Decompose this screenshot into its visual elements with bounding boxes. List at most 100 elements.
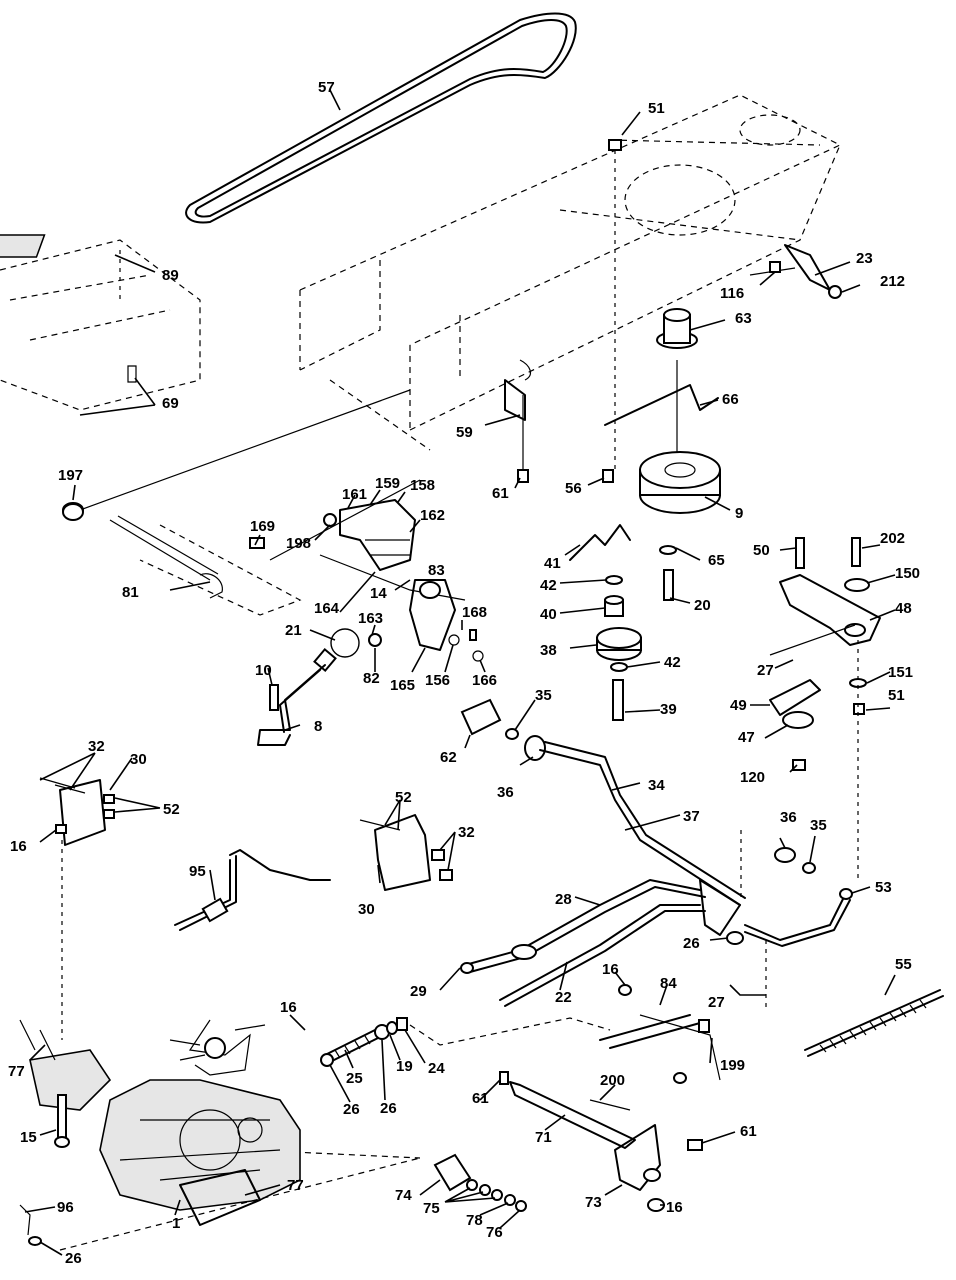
rod-84 bbox=[599, 984, 721, 1084]
rod-95 bbox=[174, 849, 331, 931]
label-8: 8 bbox=[314, 718, 322, 735]
label-71: 71 bbox=[535, 1129, 552, 1146]
label-84: 84 bbox=[660, 975, 677, 992]
bracket-23 bbox=[749, 244, 842, 299]
label-120: 120 bbox=[740, 769, 765, 786]
label-26-d: 26 bbox=[65, 1250, 82, 1267]
label-36: 36 bbox=[497, 784, 514, 801]
label-42-b: 42 bbox=[664, 654, 681, 671]
label-30: 30 bbox=[130, 751, 147, 768]
bracket-71-73 bbox=[499, 1071, 703, 1212]
label-16-c: 16 bbox=[280, 999, 297, 1016]
lever-assembly-83 bbox=[368, 579, 484, 662]
label-151: 151 bbox=[888, 664, 913, 681]
nut-51 bbox=[608, 139, 622, 151]
label-16: 16 bbox=[10, 838, 27, 855]
label-96: 96 bbox=[57, 1199, 74, 1216]
label-24: 24 bbox=[428, 1060, 445, 1077]
spring-55 bbox=[804, 989, 944, 1057]
drive-belt-57 bbox=[185, 12, 577, 224]
label-36-b: 36 bbox=[780, 809, 797, 826]
label-50: 50 bbox=[753, 542, 770, 559]
label-15: 15 bbox=[20, 1129, 37, 1146]
label-61-c: 61 bbox=[740, 1123, 757, 1140]
label-23: 23 bbox=[856, 250, 873, 267]
label-164: 164 bbox=[314, 600, 340, 617]
label-28: 28 bbox=[555, 891, 572, 908]
label-63: 63 bbox=[735, 310, 752, 327]
label-30-b: 30 bbox=[358, 901, 375, 918]
lever-8 bbox=[257, 628, 360, 746]
label-199: 199 bbox=[720, 1057, 745, 1074]
label-76: 76 bbox=[486, 1224, 503, 1241]
bracket-30-left bbox=[39, 777, 115, 1040]
label-150: 150 bbox=[895, 565, 920, 582]
label-51: 51 bbox=[648, 100, 665, 117]
label-116: 116 bbox=[720, 285, 744, 302]
label-55: 55 bbox=[895, 956, 912, 973]
label-74: 74 bbox=[395, 1187, 412, 1204]
label-62: 62 bbox=[440, 749, 457, 766]
label-1: 1 bbox=[172, 1215, 180, 1232]
label-69: 69 bbox=[162, 395, 179, 412]
label-37: 37 bbox=[683, 808, 700, 825]
label-202: 202 bbox=[880, 530, 905, 547]
label-53: 53 bbox=[875, 879, 892, 896]
label-65: 65 bbox=[708, 552, 725, 569]
label-47: 47 bbox=[738, 729, 755, 746]
label-75: 75 bbox=[423, 1200, 440, 1217]
label-159: 159 bbox=[375, 475, 400, 492]
label-25: 25 bbox=[346, 1070, 363, 1087]
label-52: 52 bbox=[163, 801, 180, 818]
label-40: 40 bbox=[540, 606, 557, 623]
label-156: 156 bbox=[425, 672, 450, 689]
label-49: 49 bbox=[730, 697, 747, 714]
label-61: 61 bbox=[492, 485, 509, 502]
label-42: 42 bbox=[540, 577, 557, 594]
label-9: 9 bbox=[735, 505, 743, 522]
shaft-34 bbox=[460, 698, 853, 947]
bracket-59 bbox=[504, 359, 614, 483]
spindle-63 bbox=[656, 308, 698, 460]
label-19: 19 bbox=[396, 1058, 413, 1075]
label-77-b: 77 bbox=[287, 1177, 304, 1194]
label-22: 22 bbox=[555, 989, 572, 1006]
label-83: 83 bbox=[428, 562, 445, 579]
tractor-frame bbox=[299, 94, 842, 451]
label-169: 169 bbox=[250, 518, 275, 535]
rod-66 bbox=[604, 384, 719, 426]
bushing-197 bbox=[62, 503, 84, 521]
label-82: 82 bbox=[363, 670, 380, 687]
label-56: 56 bbox=[565, 480, 582, 497]
label-212: 212 bbox=[880, 273, 905, 290]
label-48: 48 bbox=[895, 600, 912, 617]
label-39: 39 bbox=[660, 701, 677, 718]
label-78: 78 bbox=[466, 1212, 483, 1229]
label-197: 197 bbox=[58, 467, 83, 484]
label-32: 32 bbox=[88, 738, 105, 755]
clutch-9 bbox=[639, 451, 721, 514]
transaxle-1 bbox=[19, 1019, 421, 1251]
label-73: 73 bbox=[585, 1194, 602, 1211]
label-200: 200 bbox=[600, 1072, 625, 1089]
label-66: 66 bbox=[722, 391, 739, 408]
label-57: 57 bbox=[318, 79, 335, 96]
label-26-b: 26 bbox=[343, 1101, 360, 1118]
label-32-b: 32 bbox=[458, 824, 475, 841]
pedal-bracket bbox=[249, 479, 466, 601]
label-161: 161 bbox=[342, 486, 367, 503]
label-14: 14 bbox=[370, 585, 387, 602]
label-81: 81 bbox=[122, 584, 139, 601]
label-35-b: 35 bbox=[810, 817, 827, 834]
label-20: 20 bbox=[694, 597, 711, 614]
label-38: 38 bbox=[540, 642, 557, 659]
label-27-b: 27 bbox=[708, 994, 725, 1011]
front-body bbox=[0, 234, 201, 411]
callout-labels: 57 51 89 69 23 116 212 63 66 59 61 56 9 … bbox=[8, 79, 920, 1267]
idler-assembly bbox=[740, 537, 881, 1010]
label-166: 166 bbox=[472, 672, 497, 689]
label-77: 77 bbox=[8, 1063, 25, 1080]
label-41: 41 bbox=[544, 555, 561, 572]
label-198: 198 bbox=[286, 535, 311, 552]
